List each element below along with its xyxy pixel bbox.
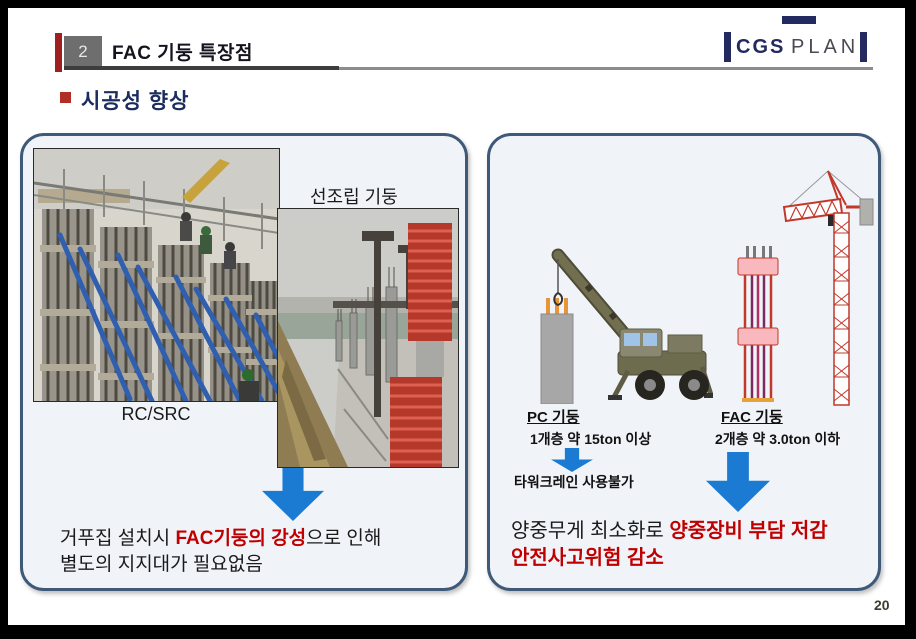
title-underline-dark <box>64 66 339 70</box>
caption-text: 거푸집 설치시 <box>60 528 176 549</box>
rc-src-photo-illustration <box>34 149 279 401</box>
caption-highlight-line2: 안전사고위험 감소 <box>511 547 664 569</box>
caption-highlight: FAC기둥의 강성 <box>175 528 307 549</box>
header-red-accent-bar <box>55 33 62 72</box>
slide: 2 FAC 기둥 특장점 CGS PLAN 시공성 향상 <box>8 8 905 625</box>
caption-text: 으로 인해 <box>306 528 382 549</box>
right-panel-caption: 양중무게 최소화로 양중장비 부담 저감 안전사고위험 감소 <box>511 518 828 572</box>
fac-column-label: FAC 기둥 <box>721 409 783 426</box>
caption-text: 양중무게 최소화로 <box>511 520 670 542</box>
logo-right-bar <box>860 32 867 62</box>
left-panel-caption: 거푸집 설치시 FAC기둥의 강성으로 인해 별도의 지지대가 필요없음 <box>60 526 381 578</box>
logo-top-bar <box>782 16 816 24</box>
rc-src-label: RC/SRC <box>121 404 191 424</box>
prefab-columns-photo <box>277 208 459 468</box>
pc-column-note: 타워크레인 사용불가 <box>514 474 634 490</box>
header-rule-gray <box>339 67 873 70</box>
prefab-column-label: 선조립 기둥 <box>310 187 398 207</box>
section-number: 2 <box>78 41 88 61</box>
pc-column-label: PC 기둥 <box>527 409 580 426</box>
fac-column-weight: 2개층 약 3.0ton 이하 <box>715 431 841 447</box>
section-number-badge: 2 <box>64 36 102 67</box>
prefab-columns-photo-illustration <box>278 209 458 467</box>
tower-crane-illustration <box>782 163 874 416</box>
slide-title: FAC 기둥 특장점 <box>112 43 253 64</box>
pc-column-weight: 1개층 약 15ton 이상 <box>530 431 652 447</box>
pc-column-illustration <box>540 298 574 409</box>
caption-text-line2: 별도의 지지대가 필요없음 <box>60 554 263 575</box>
rc-src-photo <box>33 148 280 402</box>
section-heading: 시공성 향상 <box>81 90 190 113</box>
caption-highlight: 양중장비 부담 저감 <box>669 520 828 542</box>
section-bullet <box>60 92 71 103</box>
logo-left-bar <box>724 32 731 62</box>
mobile-crane-illustration <box>548 245 718 412</box>
page-number: 20 <box>874 597 890 613</box>
logo-text-plan: PLAN <box>791 36 860 58</box>
fac-column-illustration <box>736 246 780 411</box>
logo-text-cgs: CGS <box>736 36 786 58</box>
